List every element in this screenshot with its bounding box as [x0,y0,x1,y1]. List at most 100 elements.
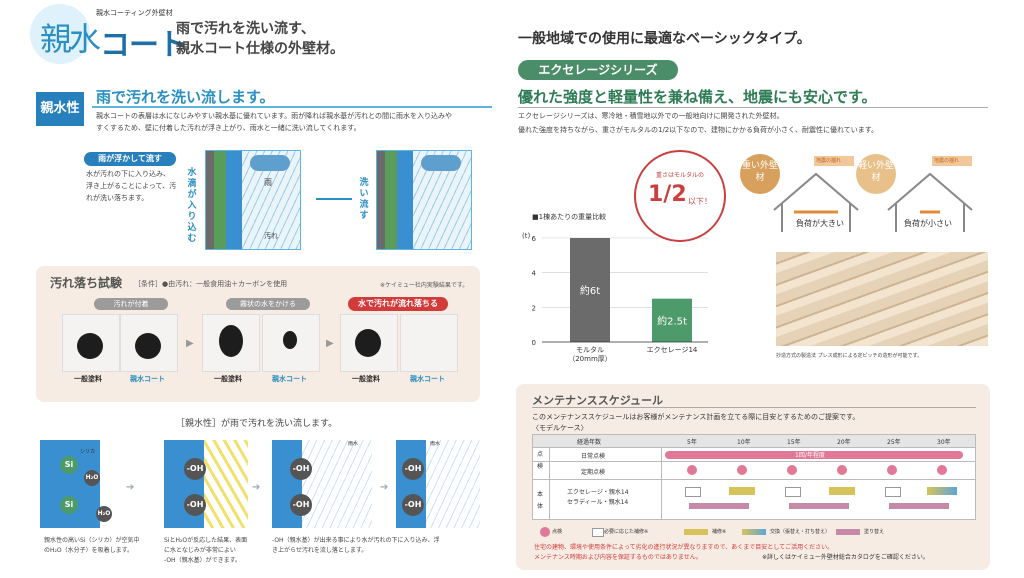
check-dot-30 [937,465,947,475]
y-tick-label: 4 [532,270,537,278]
year-25: 25年 [887,439,901,446]
oh-molecule-3: -OH [290,458,312,480]
mech-note-2b: に水となじみが非常によい [164,547,236,554]
chart-title: ■1棟あたりの重量比較 [532,213,607,221]
legend-repair-bar [684,529,708,535]
oh-molecule-5: -OH [402,458,424,480]
test-card-2 [120,314,178,372]
maint-table: 経過年数 5年 10年 15年 20年 25年 30年 点検 日常点検 1回/年… [532,434,976,520]
rain-label-1: 雨水 [348,441,359,447]
arrow-right-icon-2: ▶ [326,338,334,349]
cap-general-2: 一般塗料 [214,375,242,383]
mech-note-1a: 親水性の高いSi（シリカ）が空気中 [44,537,140,544]
maint-foot-3: ※詳しくはケイミュー外壁材総合カタログをご確認ください。 [762,554,929,561]
test-card-6 [400,314,458,372]
daily-check-bar [665,451,963,459]
section-title-left: 雨で汚れを洗い流します。 [96,88,275,106]
mech-note-1b: のH₂O（水分子）を吸着します。 [44,547,134,554]
test-card-4 [262,314,320,372]
test-card-5 [340,314,398,372]
house-diagram [773,156,973,232]
pill-desc-1: 水が汚れの下に入り込み、 [86,170,170,178]
title-underline [92,86,492,108]
mech-note-2a: SiとH₂Oが反応した結果、表面 [164,537,248,544]
cap-general-1: 一般塗料 [74,375,102,383]
vertical-text-2: 洗い流す [359,178,369,221]
arrow-right-icon: ▶ [186,338,194,349]
check-dot-25 [887,465,897,475]
right-desc-2: 優れた強度を持ちながら、重さがモルタルの1/2以下なので、建物にかかる負荷が小さ… [518,126,879,134]
bar-0 [570,238,610,342]
bubble-top-text: 重さはモルタルの [655,172,704,179]
right-title: 優れた強度と軽量性を兼ね備え、地震にも安心です。 [518,88,877,106]
rain-label-2: 雨水 [430,441,441,447]
year-30: 30年 [937,439,951,446]
test-title: 汚れ落ち試験 [50,276,123,290]
bubble-suffix: 以下！ [688,197,712,206]
body-row-1: エクセレージ・親水14 [567,489,629,496]
y-axis-label: (t) [522,232,530,240]
bar-value-label: 約2.5t [657,314,687,327]
pill-desc-3: れが洗い落ちます。 [86,194,149,202]
h2o-molecule-2: H₂O [96,506,112,522]
test-note: ※ケイミュー社内実験結果です。 [380,282,469,289]
rain-label: 雨 [264,178,272,187]
right-desc-1: エクセレージシリーズは、寒冷地・積雪地以外での一般地向けに開発された外壁材。 [518,112,784,120]
logo-coat: コート [100,28,188,63]
maint-intro: このメンテナンススケジュールはお客様がメンテナンス計画を立てる際に目安とするため… [532,413,860,421]
left-desc-2: すくするため、壁に付着した汚れが浮き上がり、雨水と一緒に洗い流してくれます。 [96,124,361,132]
x-category-label: モルタル [576,345,604,354]
load-small-label: 負荷が小さい [904,219,952,228]
left-desc-1: 親水コートの表層は水になじみやすい親水基に優れています。雨が降れば親水基が汚れと… [96,112,453,120]
oh-molecule-1: -OH [184,458,206,480]
legend-check-dot [540,527,550,537]
legend-repair: 補修※ [712,529,727,535]
header-line-1: 雨で汚れを洗い流す、 [176,21,315,37]
wall-diagram-2 [376,150,472,250]
silica-label: シリカ [80,449,96,455]
y-tick-label: 2 [532,304,536,312]
test-condition: ［条件］●由汚れ：一般食用油＋カーボンを使用 [134,280,288,288]
test-card-3 [202,314,260,372]
bar-value-label: 約6t [580,284,600,297]
year-20: 20年 [837,439,851,446]
legend-replace: 交換（張替え・打ち替え） [770,529,831,535]
mech-rain-3 [302,440,372,528]
test-card-1 [62,314,120,372]
year-5: 5年 [687,439,697,446]
mech-note-3a: -OH（親水基）が出来る事により水が汚れの下に入り込み、浮 [272,537,440,544]
daily-check-label: 日常点検 [581,453,606,460]
mech-note-3b: き上がらせ汚れを流し落とします。 [272,547,368,554]
legend-check: 点検 [552,529,563,535]
check-col-label: 点検 [537,451,544,470]
y-tick-label: 6 [532,235,537,243]
check-dot-5 [687,465,697,475]
roof-light-label: 地震の揺れ [934,158,960,164]
logo-subtitle: 親水コーティング外壁材 [96,9,173,17]
right-header: 一般地域での使用に最適なベーシックタイプ。 [518,31,811,47]
board-photo [776,252,988,346]
light-wall-circle: 軽い外壁材 [856,154,896,194]
check-dot-15 [787,465,797,475]
tag-spray: 霧状の水をかける [226,298,310,310]
wall-diagram-1: 雨 汚れ [205,150,301,250]
oh-molecule-2: -OH [184,494,206,516]
vertical-text-1: 水滴が入り込む [187,168,197,244]
rain-pill: 雨が浮かして流す [84,152,176,166]
legend-replace-bar [742,529,766,535]
x-category-label: （20mm厚） [568,355,612,363]
mech-arrow-3: ➔ [380,482,389,493]
legend-optional-box [592,528,604,537]
cap-coat-3: 親水コート [410,375,445,383]
mech-note-2c: -OH（親水基）ができます。 [164,557,241,564]
y-tick-label: 0 [532,339,536,347]
si-molecule-2: Si [60,496,78,514]
hydrophilic-badge: 親水性 [36,92,84,126]
mech-title: ［親水性］が雨で汚れを洗い流します。 [176,419,338,429]
pill-desc-2: 浮き上がることによって、汚 [86,182,177,190]
mech-arrow-2: ➔ [252,482,261,493]
maint-title: メンテナンススケジュール [532,394,664,407]
daily-check-text: 1回/年程度 [795,452,825,459]
heavy-wall-circle: 重い外壁材 [740,154,780,194]
